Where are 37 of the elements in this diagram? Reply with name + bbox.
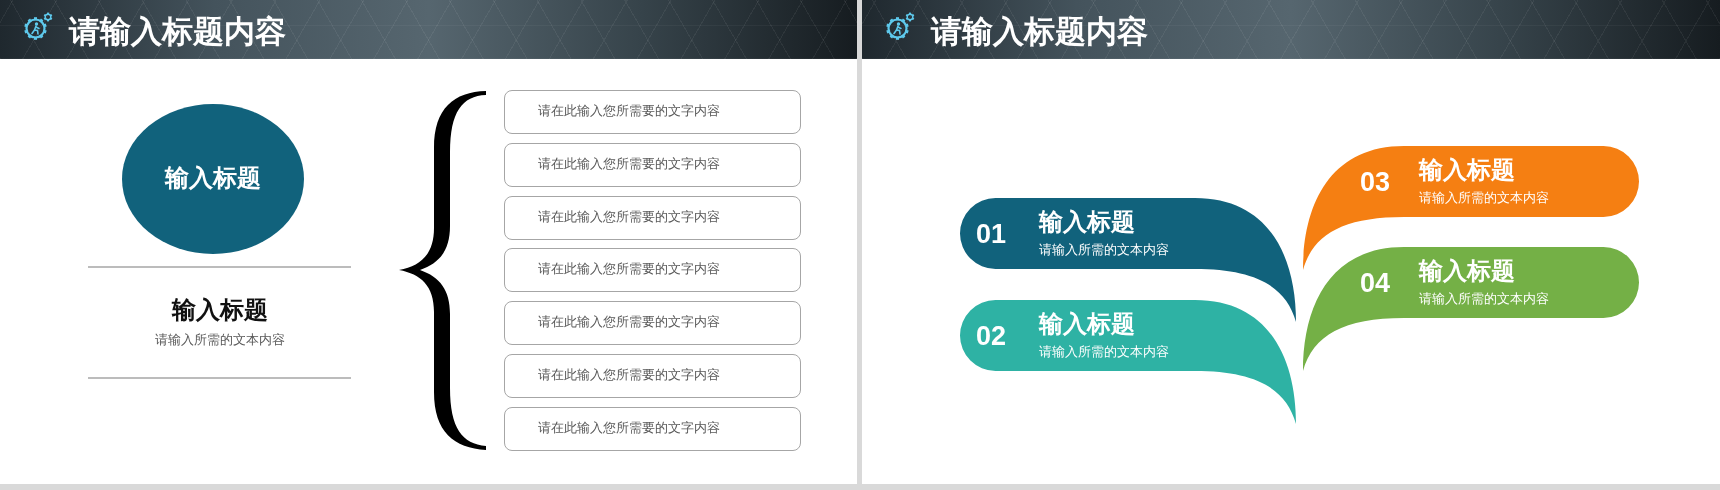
leaf-title: 输入标题 [1039,310,1135,339]
slide-title: 请输入标题内容 [931,13,1148,50]
text-box [504,142,801,187]
header-bar [0,0,857,59]
box-text: 请在此输入您所需要的文字内容 [538,314,720,330]
box-text: 请在此输入您所需要的文字内容 [538,208,720,225]
box-text: 请在此输入您所需要的文字内容 [538,103,720,119]
curly-brace [398,90,487,451]
leaf-banner [1303,247,1639,371]
box-text: 请在此输入您所需要的文字内容 [538,261,720,277]
text-box [504,354,801,398]
step-number: 03 [1360,166,1391,199]
slide-title: 请输入标题内容 [69,13,286,50]
header-bar [862,0,1720,59]
text-box [504,248,801,293]
text-box [504,301,801,346]
leaf-title: 输入标题 [1419,257,1515,286]
ellipse-title: 输入标题 [165,164,261,193]
leaf-description: 请输入所需的文本内容 [1039,344,1169,360]
text-box [504,406,801,451]
step-number: 02 [976,320,1007,353]
leaf-title: 输入标题 [1419,156,1515,185]
leaf-banner [960,300,1296,424]
step-number: 01 [976,218,1007,251]
box-text: 请在此输入您所需要的文字内容 [538,419,720,436]
section-description: 请输入所需的文本内容 [155,332,285,348]
leaf-description: 请输入所需的文本内容 [1419,190,1549,206]
title-ellipse [122,104,304,254]
text-box [504,90,801,134]
section-title: 输入标题 [172,296,268,325]
text-box [504,195,801,240]
step-number: 04 [1360,267,1391,300]
box-text: 请在此输入您所需要的文字内容 [538,367,720,383]
leaf-description: 请输入所需的文本内容 [1419,291,1549,307]
leaf-title: 输入标题 [1039,208,1135,237]
leaf-description: 请输入所需的文本内容 [1039,242,1169,258]
box-text: 请在此输入您所需要的文字内容 [538,155,720,172]
